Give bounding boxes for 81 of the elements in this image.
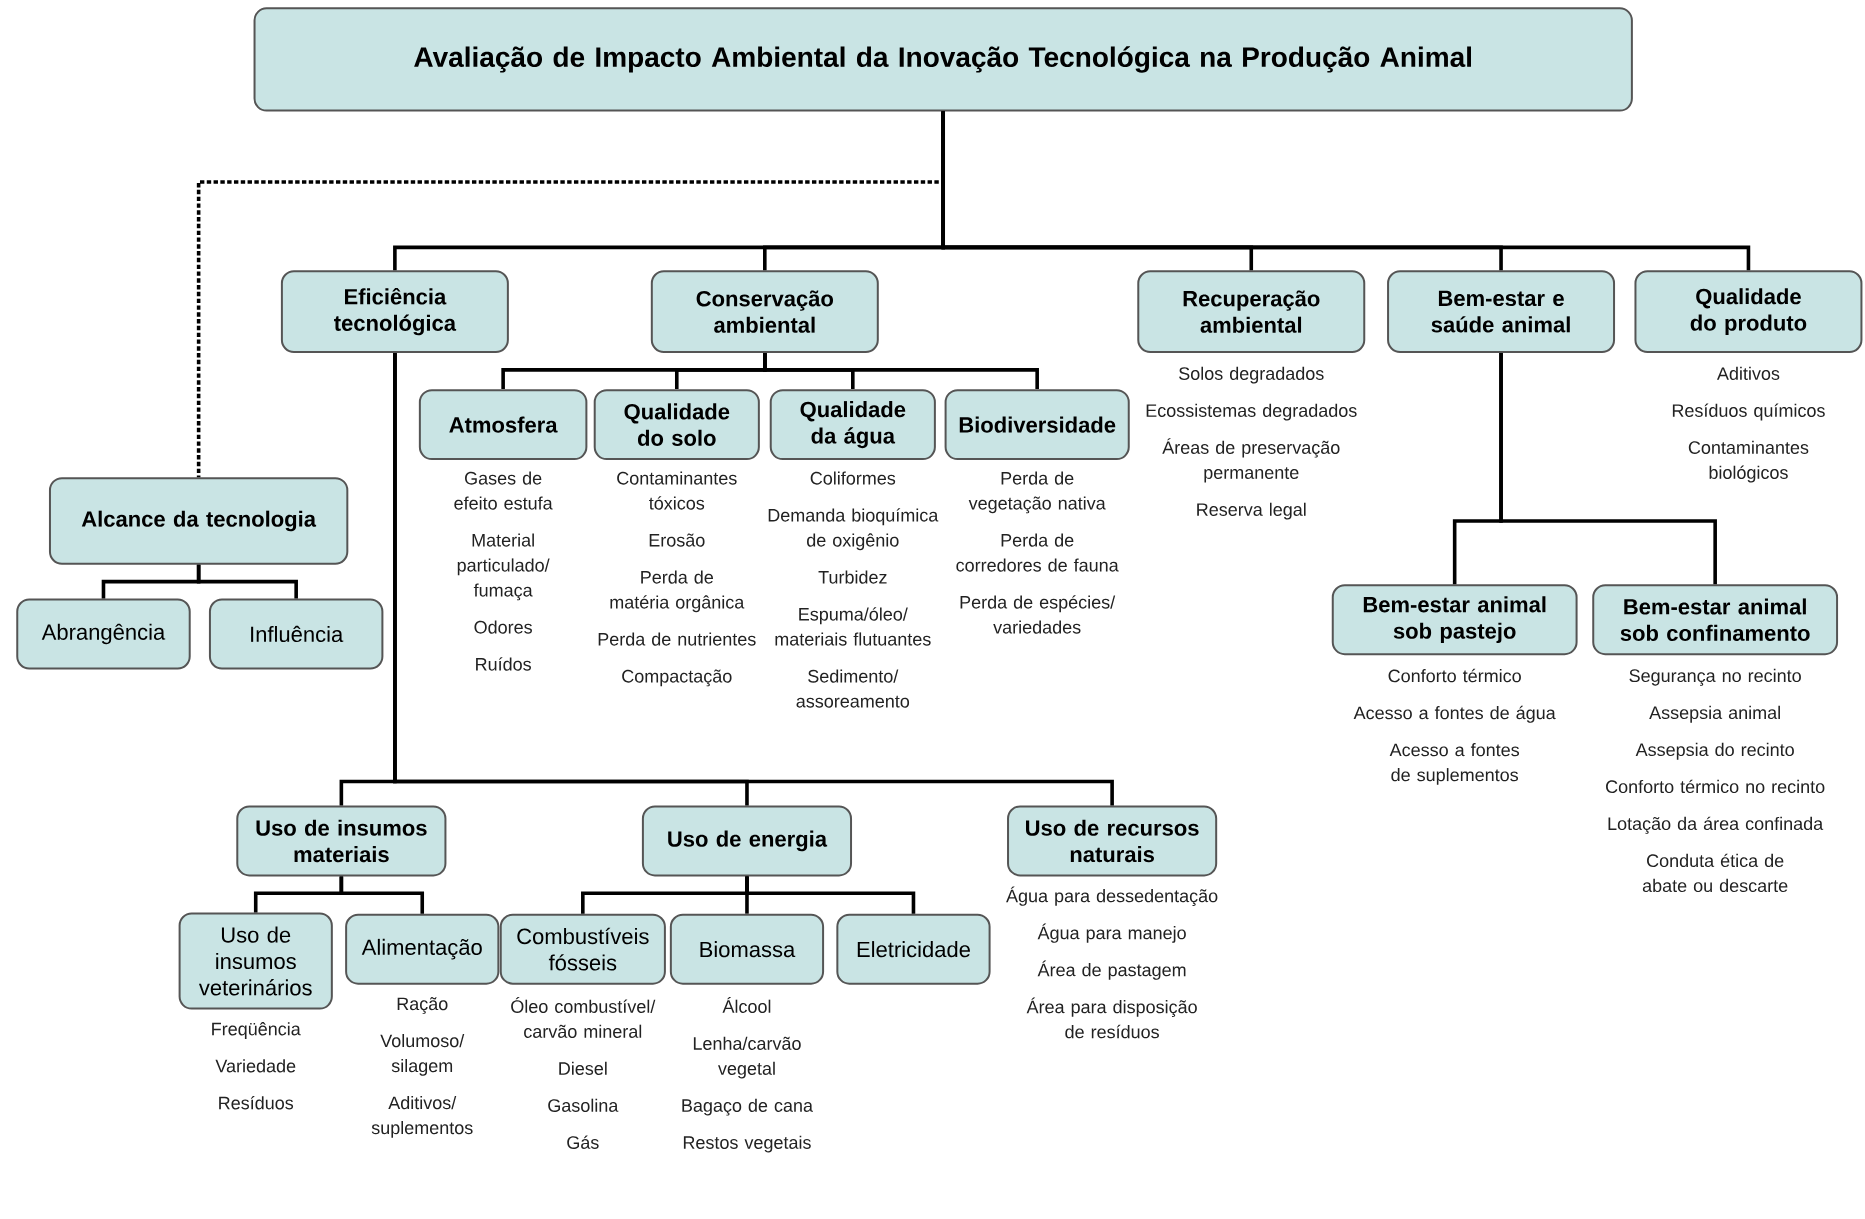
list-item: Acesso a fontes de água <box>1353 705 1556 723</box>
list-item: Acesso a fontes de suplementos <box>1389 743 1520 785</box>
list-item: Ração <box>397 997 448 1014</box>
list-item: Diesel <box>559 1061 607 1075</box>
category-box: Biomassa <box>669 913 825 985</box>
list-item: Aditivos <box>1716 366 1780 380</box>
list-item: Água para dessedentação <box>1006 886 1218 906</box>
list-item: Ecossistemas degradados <box>1146 403 1357 421</box>
category-box: Recuperação ambiental <box>1137 270 1366 353</box>
list-item: Volumoso/ silagem <box>380 1033 465 1076</box>
list-item: Gasolina <box>548 1098 619 1112</box>
category-box: Qualidade da água <box>769 389 936 461</box>
category-box: Alcance da tecnologia <box>48 477 349 565</box>
list-item: Perda de matéria orgânica <box>610 570 745 613</box>
list-item: Aditivos/ suplementos <box>371 1095 473 1138</box>
list-item: Variedade <box>215 1059 296 1073</box>
category-box: Atmosfera <box>418 389 588 461</box>
category-box: Qualidade do produto <box>1634 270 1863 353</box>
list-item: Conforto térmico no recinto <box>1606 779 1825 794</box>
list-item: Resíduos químicos <box>1672 403 1825 421</box>
category-box: Uso de recursos naturais <box>1007 805 1218 877</box>
connector-line <box>763 353 1039 390</box>
list-item: Perda de nutrientes <box>598 632 756 646</box>
list-item: Reserva legal <box>1197 502 1306 520</box>
list-item: Solos degradados <box>1179 366 1324 384</box>
list-item: Gases de efeito estufa <box>454 471 553 510</box>
category-box: Eletricidade <box>836 913 991 985</box>
list-item: Turbidez <box>818 570 887 584</box>
list-item: Perda de espécies/ variedades <box>960 595 1116 634</box>
connector-line <box>1499 353 1717 585</box>
list-item: Perda de vegetação nativa <box>968 471 1106 514</box>
list-item: Espuma/óleo/ materiais flutuantes <box>775 607 931 646</box>
list-item: Erosão <box>649 533 705 547</box>
category-box: Bem-estar e saúde animal <box>1387 270 1616 353</box>
connector-line <box>339 876 425 914</box>
category-box: Abrangência <box>16 598 191 670</box>
category-box: Influência <box>208 598 384 670</box>
list-item: Segurança no recinto <box>1629 668 1801 686</box>
list-item: Compactação <box>622 669 732 687</box>
list-item: Perda de corredores de fauna <box>956 533 1119 572</box>
list-item: Álcool <box>722 997 771 1013</box>
list-item: Conduta ética de abate ou descarte <box>1642 853 1788 892</box>
list-item: Bagaço de cana <box>682 1098 813 1116</box>
category-box: Qualidade do solo <box>593 389 760 461</box>
category-box: Combustíveis fósseis <box>499 913 666 985</box>
list-item: Ruídos <box>476 657 531 671</box>
category-box: Conservação ambiental <box>650 270 879 353</box>
category-box: Bem-estar animal sob pastejo <box>1331 584 1578 656</box>
list-item: Conforto térmico <box>1388 668 1521 683</box>
connector-line <box>745 876 916 914</box>
list-item: Área de pastagem <box>1037 960 1186 980</box>
connector-line <box>196 111 945 478</box>
category-box: Uso de insumos materiais <box>236 805 447 877</box>
list-item: Demanda bioquímica de oxigênio <box>768 508 939 551</box>
category-box: Eficiência tecnológica <box>280 270 509 353</box>
list-item: Freqüência <box>212 1022 301 1039</box>
list-item: Resíduos <box>219 1095 294 1110</box>
list-item: Restos vegetais <box>683 1135 811 1153</box>
list-item: Contaminantes tóxicos <box>617 471 737 510</box>
category-box: Uso de insumos veterinários <box>178 912 333 1010</box>
list-item: Lenha/carvão vegetal <box>693 1036 801 1079</box>
list-item: Óleo combustível/ carvão mineral <box>511 997 656 1038</box>
category-box: Uso de energia <box>641 805 853 877</box>
list-item: Área para disposição de resíduos <box>1026 997 1197 1039</box>
list-item: Assepsia animal <box>1649 705 1780 723</box>
list-item: Assepsia do recinto <box>1635 742 1794 760</box>
category-box: Bem-estar animal sob confinamento <box>1592 584 1839 656</box>
category-box: Biodiversidade <box>944 389 1130 461</box>
list-item: Material particulado/ fumaça <box>457 533 550 601</box>
category-box: Alimentação <box>345 913 500 985</box>
list-item: Sedimento/ assoreamento <box>796 669 910 708</box>
connector-line <box>196 564 298 599</box>
list-item: Odores <box>474 620 532 634</box>
list-item: Gás <box>567 1135 599 1149</box>
title-box: Avaliação de Impacto Ambiental da Inovação Tecnológica na Produção Animal <box>253 7 1633 112</box>
connector-line <box>393 353 1114 806</box>
list-item: Lotação da área confinada <box>1608 816 1824 834</box>
list-item: Água para manejo <box>1037 923 1186 943</box>
list-item: Contaminantes biológicos <box>1688 440 1809 483</box>
list-item: Coliformes <box>810 471 896 485</box>
list-item: Áreas de preservação permanente <box>1162 438 1340 483</box>
